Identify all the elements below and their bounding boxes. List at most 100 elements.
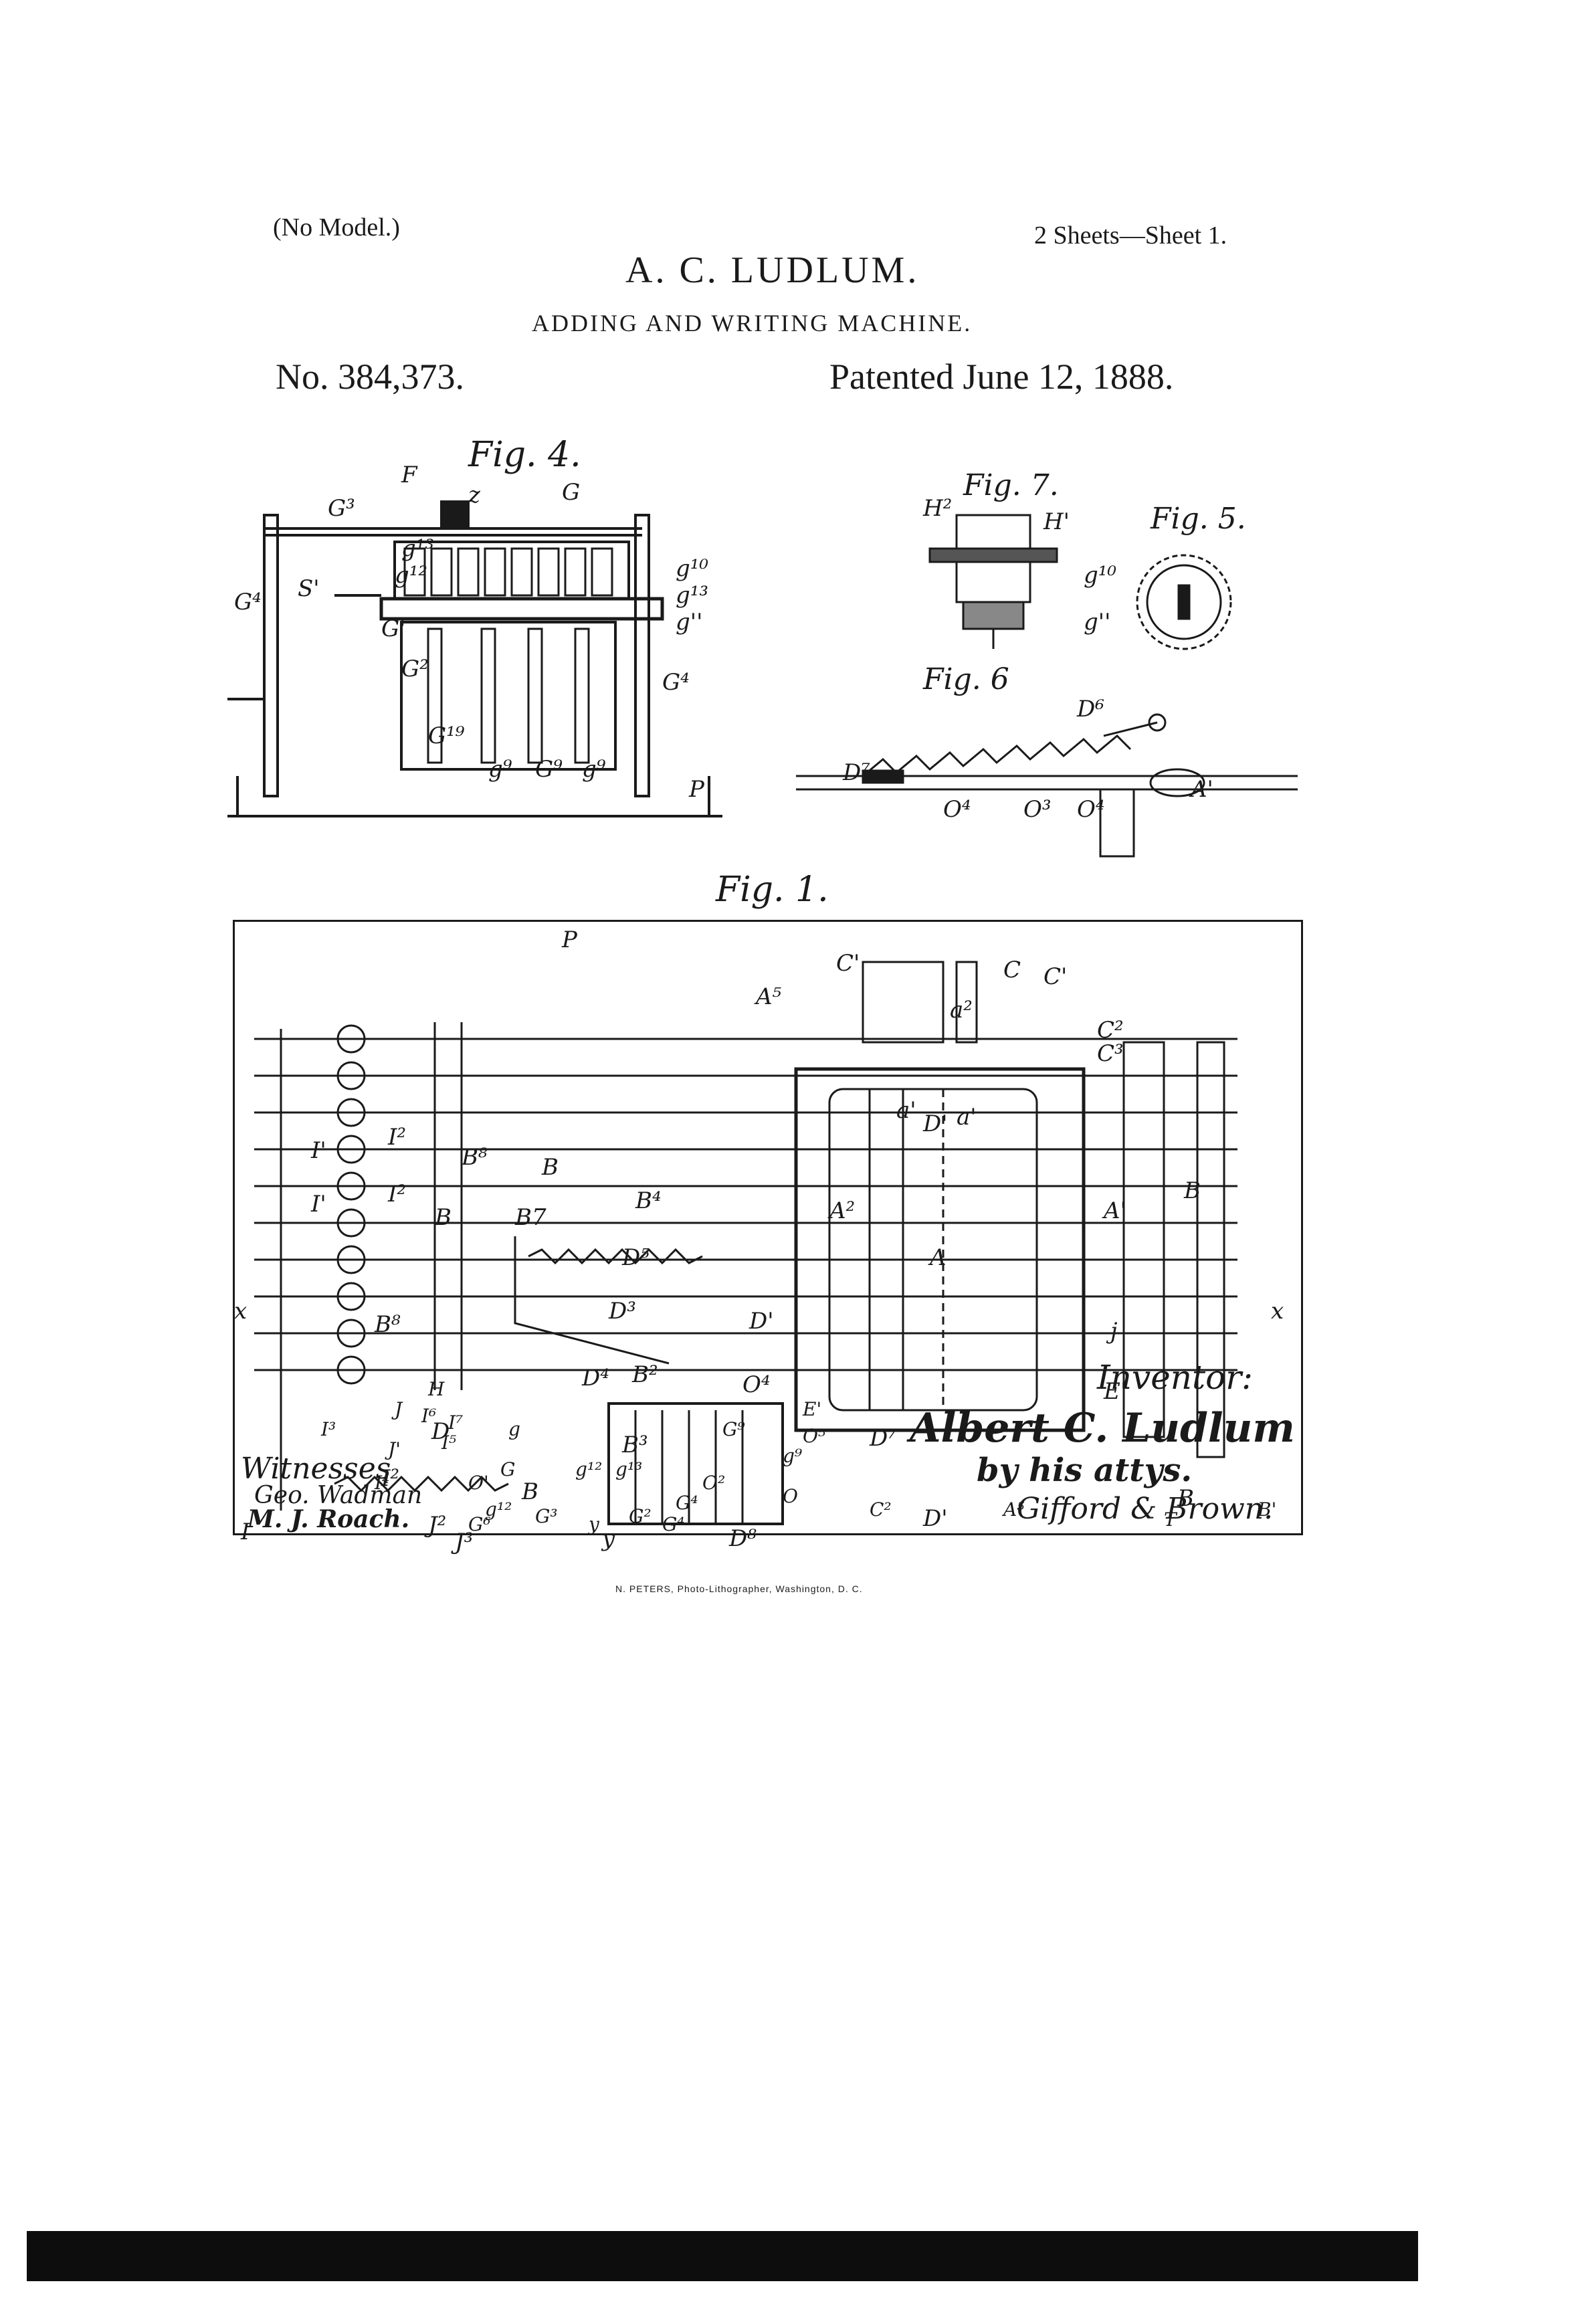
fig1-ref-I: I	[241, 1519, 250, 1545]
no-model-note: (No Model.)	[273, 213, 400, 241]
witness-signature-2: M. J. Roach.	[247, 1505, 410, 1533]
fig1-ref-D7: D⁷	[870, 1425, 897, 1452]
fig1-ref-g: g	[508, 1418, 520, 1440]
fig4-ref-G19: G¹⁹	[428, 722, 465, 749]
fig6-ref-D7: D⁷	[843, 759, 870, 786]
fig1-ref-D8: D⁸	[729, 1525, 757, 1552]
fig1-ref-O2: O²	[702, 1472, 726, 1494]
fig1-ref-G6: G⁶	[468, 1513, 491, 1535]
fig1-ref-C2-low: C²	[870, 1498, 892, 1521]
fig1-ref-a2: a²	[950, 997, 973, 1024]
attorneys-note: by his attys.	[977, 1452, 1193, 1489]
fig1-ref-T: T	[1164, 1509, 1177, 1531]
fig1-ref-y-low: y	[589, 1513, 599, 1535]
fig4-ref-z: z	[468, 482, 480, 508]
fig1-ref-G9: G⁹	[722, 1418, 745, 1440]
fig1-ref-A-prime: A'	[1104, 1197, 1126, 1224]
fig1-ref-x-left: x	[234, 1298, 247, 1325]
fig6-ref-O4-b: O⁴	[1077, 796, 1105, 823]
fig1-ref-O4: O⁴	[742, 1371, 771, 1398]
fig1-ref-B8-b: B⁸	[375, 1311, 401, 1338]
fig4-ref-G9: G⁹	[535, 756, 563, 783]
fig1-ref-D-prime-top: D'	[923, 1110, 948, 1137]
fig6-ref-A-prime: A'	[1191, 776, 1213, 803]
fig5-ref-g10: g¹⁰	[1084, 562, 1117, 589]
fig1-ref-J: J	[395, 1398, 403, 1420]
fig1-ref-j: j	[1110, 1318, 1118, 1345]
fig1-drawing	[254, 961, 1237, 1525]
fig4-ref-g10: g¹⁰	[676, 555, 709, 582]
fig6-label: Fig. 6	[923, 662, 1009, 696]
fig1-ref-I-prime-b: I'	[311, 1191, 326, 1218]
fig4-ref-g9-b: g⁹	[582, 756, 606, 783]
fig1-ref-I7: I⁷	[448, 1412, 464, 1434]
fig5-drawing	[1136, 554, 1232, 650]
fig1-ref-a-prime-a: a'	[896, 1097, 916, 1124]
fig1-ref-g9: g⁹	[783, 1445, 803, 1467]
fig7-label: Fig. 7.	[963, 468, 1059, 502]
fig1-ref-G2: G²	[629, 1505, 652, 1527]
fig4-ref-G3: G³	[328, 495, 355, 522]
fig1-ref-I4: I⁴	[375, 1472, 390, 1494]
fig1-ref-B-c: B	[522, 1478, 538, 1505]
fig1-ref-I-prime-a: I'	[311, 1137, 326, 1164]
fig4-ref-F: F	[401, 462, 417, 488]
fig1-ref-D: D	[431, 1418, 450, 1445]
fig1-ref-A: A	[930, 1244, 947, 1271]
fig1-ref-O: O	[783, 1485, 798, 1507]
fig6-ref-D6: D⁶	[1077, 696, 1104, 722]
fig1-ref-G4-low: G⁴	[662, 1513, 685, 1535]
fig1-ref-y-top: y	[602, 1525, 615, 1552]
fig1-ref-A5-low: A⁵	[1003, 1498, 1025, 1521]
fig1-ref-I5: I⁵	[441, 1432, 457, 1454]
patent-number: No. 384,373.	[276, 357, 464, 397]
printer-credit: N. PETERS, Photo-Lithographer, Washingto…	[615, 1583, 863, 1594]
fig1-ref-G4-top: G⁴	[676, 1492, 698, 1514]
fig1-ref-E-prime-b: E'	[803, 1398, 822, 1420]
fig1-ref-g12-b: g¹²	[575, 1458, 603, 1480]
fig1-ref-C-prime-a: C'	[836, 950, 860, 977]
fig1-ref-G3: G³	[535, 1505, 558, 1527]
inventor-heading: A. C. LUDLUM.	[625, 250, 920, 291]
fig1-ref-C: C	[1003, 957, 1021, 983]
fig4-wheel-stack	[403, 547, 613, 764]
fig4-ref-P: P	[689, 776, 704, 803]
fig1-ref-I2-c: I²	[381, 1465, 400, 1492]
sheet-number: 2 Sheets—Sheet 1.	[1034, 221, 1227, 250]
fig4-ref-G-prime: G'	[381, 615, 406, 642]
fig1-ref-H: H	[428, 1378, 445, 1400]
invention-title: ADDING AND WRITING MACHINE.	[532, 310, 973, 336]
fig1-ref-O-prime: O'	[468, 1472, 489, 1494]
fig4-ref-g9-a: g⁹	[488, 756, 512, 783]
fig4-ref-G: G	[562, 479, 581, 506]
fig1-ref-D5: D⁵	[622, 1244, 650, 1271]
fig4-ref-g-double: g''	[676, 609, 703, 636]
fig1-label: Fig. 1.	[716, 870, 829, 910]
fig1-frame	[233, 920, 1303, 1535]
fig1-ref-C-prime-b: C'	[1043, 963, 1068, 990]
fig1-ref-I3: I³	[321, 1418, 336, 1440]
fig1-ref-x-right: x	[1271, 1298, 1284, 1325]
fig1-ref-J-prime: J'	[388, 1438, 401, 1460]
fig4-ref-g13: g¹³	[401, 535, 435, 562]
fig4-ref-g12: g¹²	[395, 562, 428, 589]
fig1-ref-g13: g¹³	[615, 1458, 643, 1480]
fig1-ref-O5: O⁵	[803, 1425, 826, 1447]
fig6-ref-O4-a: O⁴	[943, 796, 971, 823]
fig1-ref-J3: J³	[455, 1529, 474, 1555]
fig1-ref-B3: B³	[622, 1432, 648, 1458]
fig1-ref-B7: B7	[515, 1204, 546, 1231]
fig1-ref-C2-top: C²	[1097, 1017, 1124, 1044]
fig1-ref-D-prime-mid: D'	[749, 1308, 774, 1335]
patent-date: Patented June 12, 1888.	[829, 357, 1174, 397]
fig4-ref-G4-left: G⁴	[234, 589, 262, 615]
fig1-ref-g12-a: g¹²	[485, 1498, 512, 1521]
fig1-ref-B2: B²	[632, 1361, 658, 1388]
fig6-drawing	[796, 713, 1298, 858]
fig1-ref-B-right: B	[1184, 1177, 1201, 1204]
fig7-ref-H-prime: H'	[1043, 508, 1070, 535]
attorney-signature: Gifford & Brown.	[1017, 1492, 1274, 1526]
fig1-ref-I2-a: I²	[388, 1124, 407, 1151]
fig1-ref-D-prime-low: D'	[923, 1505, 948, 1532]
fig5-label: Fig. 5.	[1151, 502, 1246, 536]
